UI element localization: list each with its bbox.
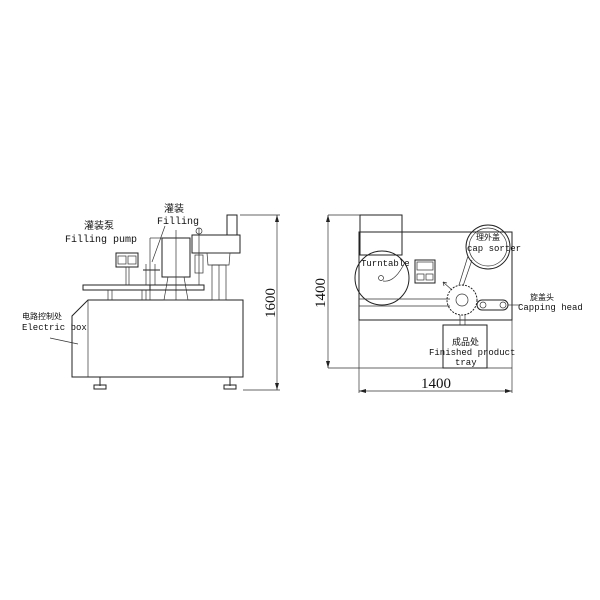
capping-head-label-zh: 旋盖头 [530,292,554,302]
electric-box-body [71,299,244,378]
star-wheel [442,281,478,325]
filling-pump [115,252,139,285]
top-view: 1400 1400 Turntable 理外盖 cap sorter 旋盖头 C… [313,214,583,393]
filling-leader-line [151,225,166,263]
width-dimension-line [359,389,512,393]
height-dimension-label: 1600 [263,288,279,318]
turntable-label: Turntable [361,259,410,269]
capping-head-assembly [191,214,241,301]
electric-box-leader-line [49,337,79,345]
height-dimension-line [240,214,280,391]
side-view: 1600 灌装泵 Filling pump 灌装 Filling 电路控制处 E… [22,202,280,391]
cap-sorter-label-en: cap sorter [467,244,521,254]
cap-sorter [458,224,511,287]
finished-tray-label-en2: tray [455,358,477,368]
filling-column [149,230,205,301]
electric-box-label-zh: 电路控制处 [22,311,62,321]
finished-tray-label-zh: 成品处 [452,336,479,348]
control-panel [414,259,436,284]
capping-head [476,299,520,311]
electric-box-label-en: Electric box [22,323,87,333]
finished-tray-label-en: Finished product [429,348,515,358]
finished-product-tray [442,324,488,369]
depth-dimension-line [326,215,330,368]
filling-label-zh: 灌装 [164,202,184,215]
cap-sorter-label-zh: 理外盖 [476,232,500,242]
turntable [354,250,450,307]
filling-pump-label-en: Filling pump [65,234,137,246]
filling-pump-label-zh: 灌装泵 [84,219,114,232]
capping-head-label-en: Capping head [518,303,583,313]
width-dimension-label: 1400 [421,376,451,392]
adjustable-feet [93,377,237,390]
depth-dimension-label: 1400 [313,278,329,308]
filling-label-en: Filling [157,216,199,228]
filling-nozzles [143,264,160,285]
